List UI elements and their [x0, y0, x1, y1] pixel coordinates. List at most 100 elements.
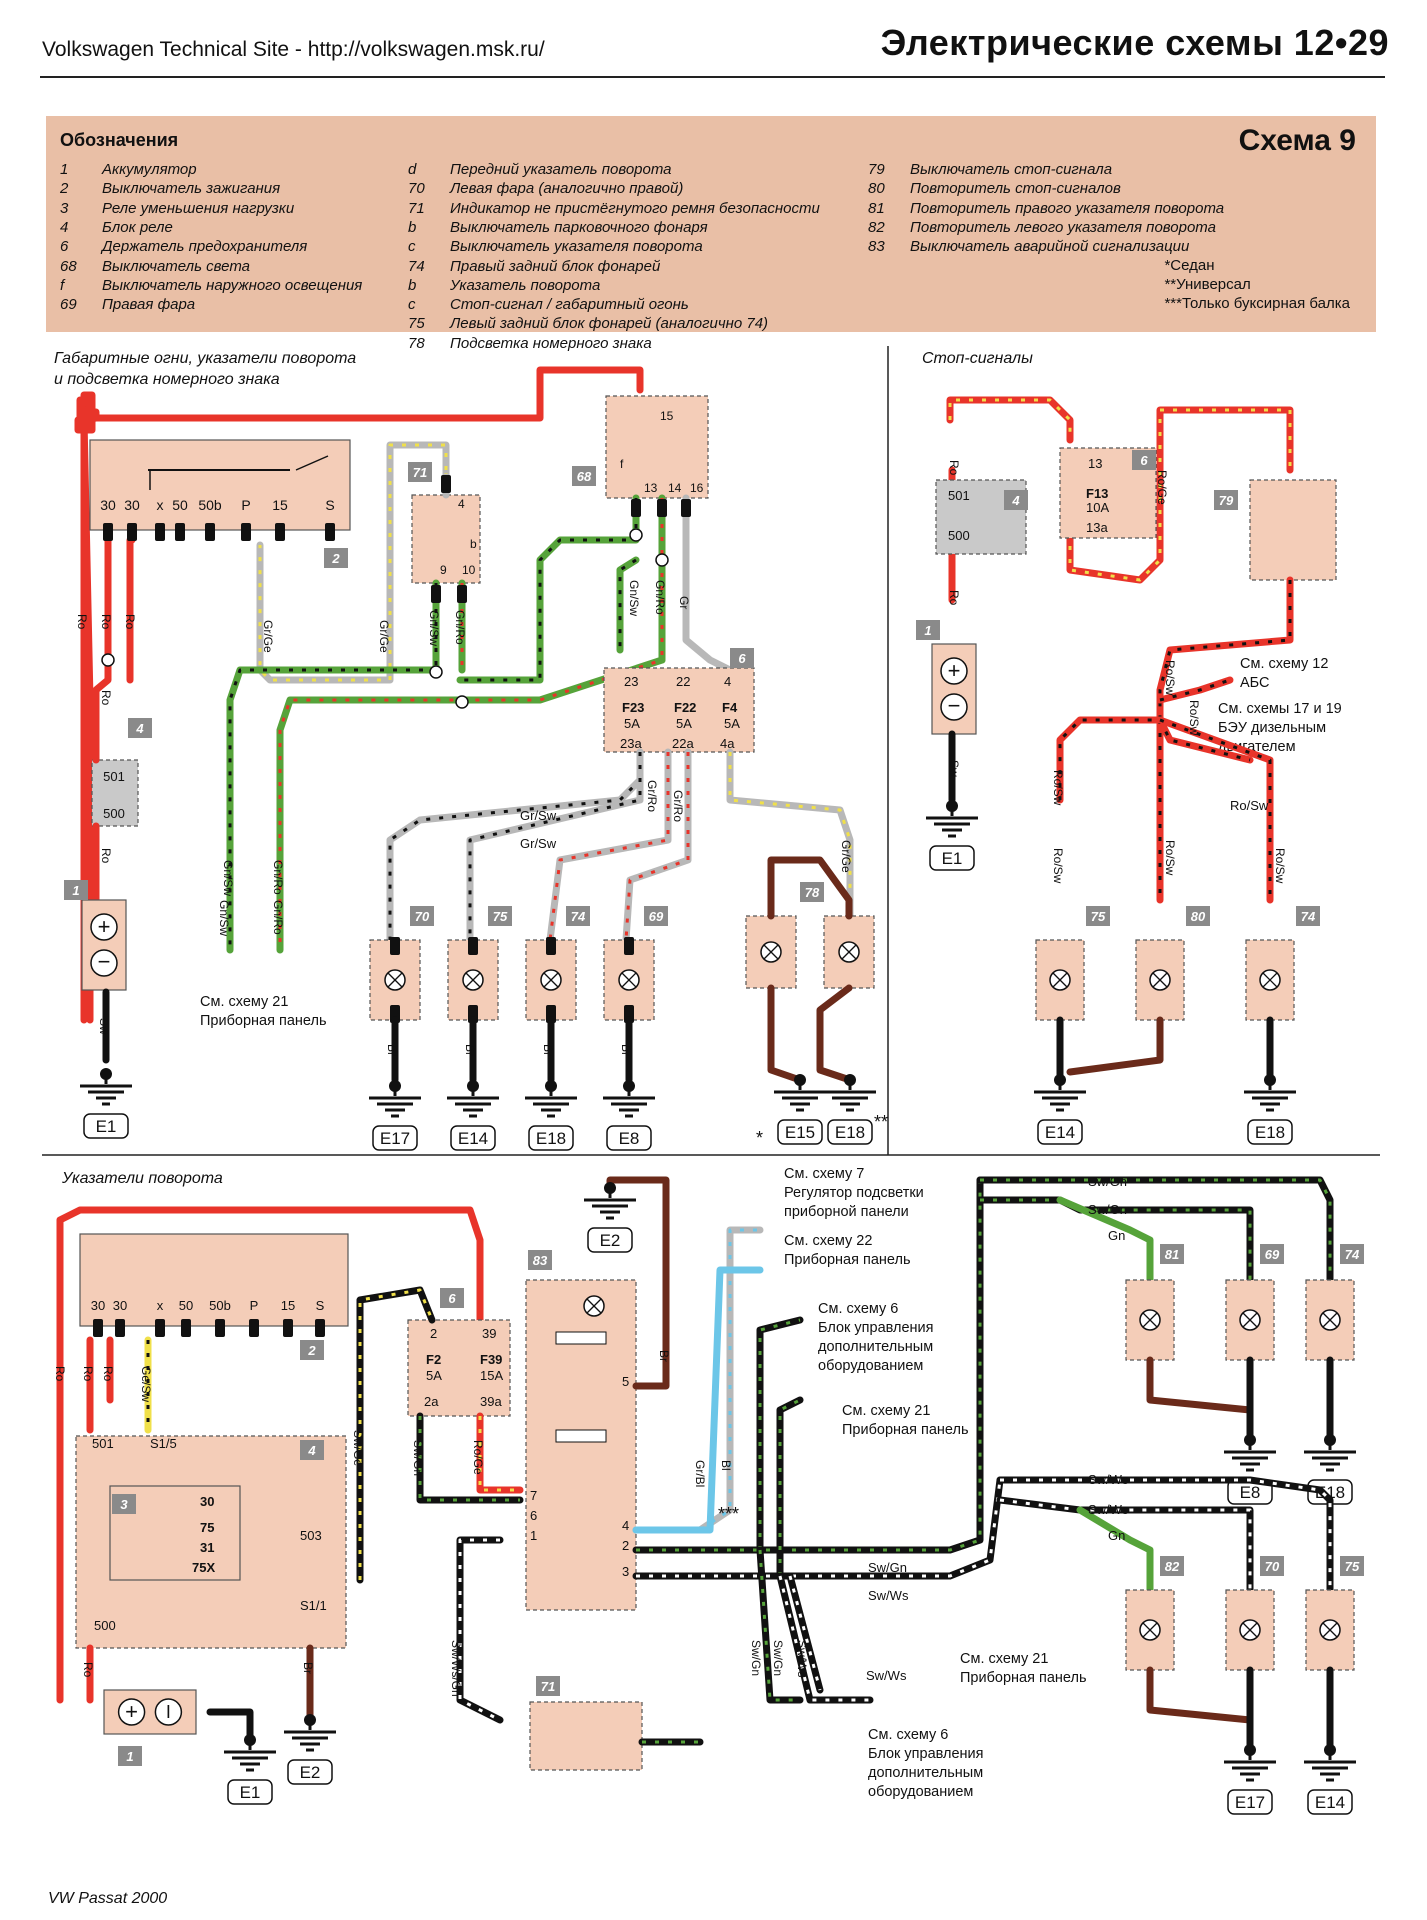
wire-tracer: [758, 1549, 800, 1702]
legend-item-text: Аккумулятор: [102, 161, 197, 178]
terminal-label: 16: [690, 481, 704, 495]
wire-ro-ge-switch: [1066, 406, 1294, 584]
wire-color-label: Gr/Sw: [520, 836, 557, 851]
ref-instrument-panel-21: См. схему 21 Приборная панель: [200, 994, 327, 1029]
component-number-badge: [572, 466, 596, 486]
fuse-label: F2: [426, 1352, 441, 1367]
component-number: 82: [1165, 1559, 1180, 1574]
wire-color-label: Gr/Ro: [671, 790, 685, 822]
bulb-icon-cross: [841, 944, 857, 960]
terminal-label: 4: [458, 497, 465, 511]
note-asterisk: *: [756, 1128, 763, 1148]
connector: [657, 499, 667, 517]
wire-sw-ws-gn: [456, 1536, 504, 1724]
note-asterisk: **: [874, 1112, 888, 1132]
component-number: 75: [1345, 1559, 1360, 1574]
terminal-label: S: [325, 497, 334, 513]
component-number-badge: [1214, 490, 1238, 510]
connector: [155, 523, 165, 541]
legend-item-text: Индикатор не пристёгнутого ремня безопас…: [450, 199, 820, 217]
legend-item-text: Выключатель стоп-сигнала: [910, 161, 1113, 178]
connector: [325, 523, 335, 541]
splice: [629, 528, 643, 542]
component-number-badge: [410, 906, 434, 926]
terminal-label: 7: [530, 1488, 537, 1503]
wire-color-label: Ro: [101, 1366, 115, 1382]
page-title: Электрические схемы 12•29: [880, 22, 1389, 63]
bulb-icon-cross: [1322, 1622, 1338, 1638]
wire-gr-ro-74: [546, 748, 672, 944]
component-number-badge: [1260, 1244, 1284, 1264]
connector: [241, 523, 251, 541]
component-number-badge: [300, 1440, 324, 1460]
wire-color-label: Gn/Sw: [217, 900, 231, 936]
legend-item-text: Выключатель зажигания: [102, 180, 281, 198]
terminal-label: 31: [200, 1540, 214, 1555]
wire-color-label: Ro/Ge: [1155, 470, 1169, 505]
terminal-label: P: [241, 497, 250, 513]
component-number: 2: [331, 551, 340, 566]
note-asterisk: ***: [718, 1504, 739, 1524]
legend-item-number: 82: [868, 218, 885, 236]
wire-gr-ge-78: [726, 748, 854, 944]
ground-label-box: [929, 845, 975, 871]
connector: [115, 1319, 125, 1337]
wire-tracer: [1000, 1478, 1332, 1600]
wire-color-label: Gn/Ro: [271, 900, 285, 935]
legend-item-number: c: [408, 238, 416, 256]
footer: VW Passat 2000: [48, 1890, 168, 1907]
terminal-label: 2: [622, 1538, 629, 1553]
wire-sw-ws-left-tracer: [636, 1478, 1080, 1578]
terminal-label: 4: [622, 1518, 629, 1533]
wire-color-label: Gr/Ge: [261, 620, 275, 653]
wire-color-label: Bl: [719, 1460, 733, 1471]
wire-tracer: [1159, 678, 1231, 702]
bulb-icon-cross: [1322, 1312, 1338, 1328]
wire-gr-sw-75: [466, 748, 644, 944]
legend-item-number: 1: [60, 161, 69, 178]
wire-gr-ro-69-tracer: [624, 752, 690, 941]
terminal-label: 30: [200, 1494, 214, 1509]
wire-tracer: [778, 1575, 870, 1702]
wire-sw-gn-right: [632, 1176, 1084, 1554]
component-number-badge: [730, 648, 754, 668]
legend-item-text: Передний указатель поворота: [450, 161, 672, 178]
connector: [249, 1319, 259, 1337]
ground-label-box: [227, 1779, 273, 1805]
wire-color-label: Gn/Sw: [427, 610, 441, 646]
ground-label: E1: [240, 1783, 261, 1802]
component-number-badge: [1340, 1244, 1364, 1264]
wire-sw-gn-right-tracer: [636, 1178, 1080, 1552]
component-number: 78: [805, 885, 820, 900]
fuse-label: F13: [1086, 486, 1108, 501]
component-number: 70: [415, 909, 430, 924]
wire-sw-ge: [356, 1286, 436, 1584]
wire-color-label: Ro/Sw: [1051, 770, 1065, 806]
component-number: 1: [924, 623, 931, 638]
terminal-label: 500: [948, 528, 970, 543]
flasher-element: [555, 1331, 607, 1345]
ground-label: E2: [600, 1231, 621, 1250]
component-number-badge: [128, 718, 152, 738]
wire-color-label: Sw/Gn: [411, 1440, 425, 1476]
bulb-icon-cross: [1052, 972, 1068, 988]
ground-label-box: [1307, 1789, 1353, 1815]
legend-item-text: Блок реле: [102, 218, 173, 236]
component-number: 3: [120, 1497, 128, 1512]
wire-color-label: Sw/Gn: [771, 1640, 785, 1676]
component-number: 2: [307, 1343, 316, 1358]
wire-ro-ge-stop-tracer: [948, 398, 1072, 440]
wire-tracer: [778, 1398, 801, 1576]
component-number: 6: [448, 1291, 456, 1306]
wire-color-label: Sw/Ws: [1088, 1502, 1129, 1517]
wire-gn-sw-main-tracer: [460, 498, 638, 682]
terminal-label: S1/1: [300, 1598, 327, 1613]
fuse-holder-6-turn: [407, 1319, 511, 1417]
legend-item-number: b: [408, 276, 417, 294]
connector: [93, 1319, 103, 1337]
legend-item-text: Выключатель наружного освещения: [102, 276, 363, 294]
bulb-icon-cross: [387, 972, 403, 988]
terminal-label: S1/5: [150, 1436, 177, 1451]
terminal-label: 2a: [424, 1394, 439, 1409]
ref-instrument-panel-21b: См. схему 21 Приборная панель: [960, 1651, 1087, 1686]
